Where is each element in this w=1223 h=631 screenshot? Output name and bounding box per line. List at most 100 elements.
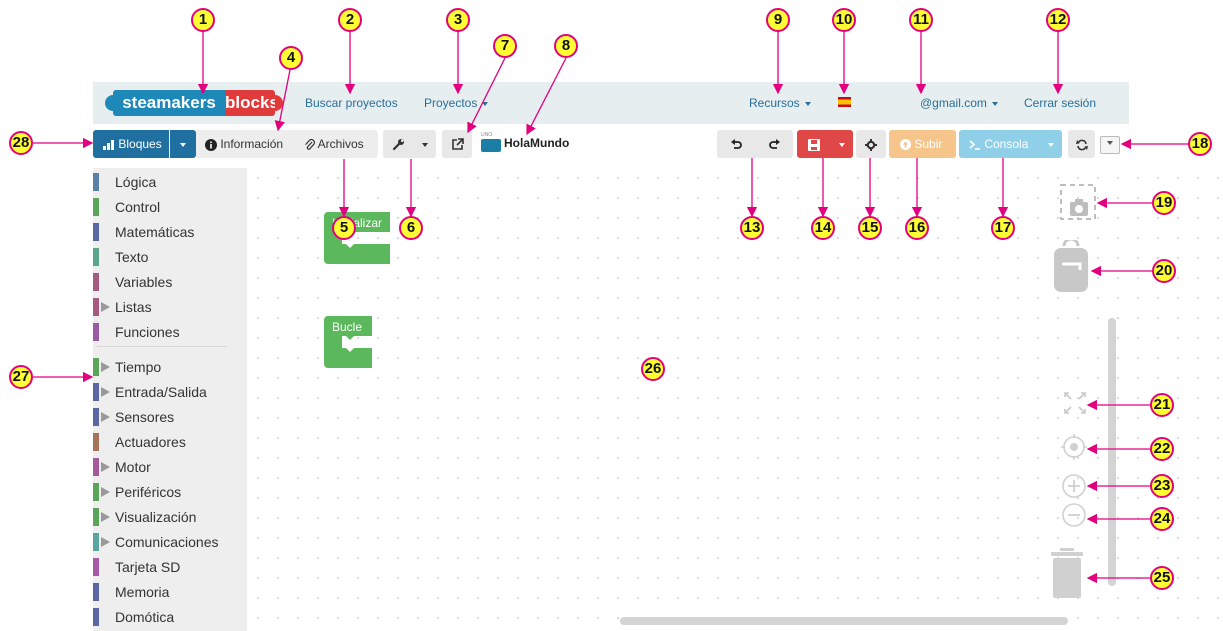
console-button[interactable]: Consola	[959, 130, 1040, 158]
annotation-badge: 18	[1188, 132, 1212, 156]
sidebar-category[interactable]: Tarjeta SD	[93, 557, 247, 577]
arduino-uno-board-icon: UNO	[481, 132, 501, 152]
sidebar-divider	[97, 346, 227, 347]
steamakers-blocks-logo[interactable]: steamakers blocks	[105, 90, 283, 116]
search-projects-link[interactable]: Buscar proyectos	[305, 96, 398, 110]
spain-flag-icon[interactable]	[838, 97, 851, 107]
trash-icon[interactable]	[1050, 548, 1084, 598]
annotation-badge: 22	[1150, 437, 1174, 461]
category-color-bar	[93, 558, 99, 576]
category-color-bar	[93, 323, 99, 341]
sidebar-category-label: Variables	[115, 274, 173, 290]
sidebar-category-label: Tarjeta SD	[115, 559, 181, 575]
caret-down-icon	[1048, 142, 1054, 147]
expand-arrow-icon[interactable]	[101, 362, 110, 372]
loop-block[interactable]: Bucle	[324, 316, 376, 373]
sidebar-category[interactable]: Periféricos	[93, 482, 247, 502]
screenshot-camera-icon[interactable]	[1060, 184, 1098, 222]
expand-arrow-icon[interactable]	[101, 302, 110, 312]
settings-button[interactable]	[856, 130, 886, 158]
expand-arrow-icon[interactable]	[101, 487, 110, 497]
blocks-workspace[interactable]: Inicializar Bucle	[248, 168, 1223, 631]
category-color-bar	[93, 608, 99, 626]
refresh-icon	[1075, 139, 1088, 151]
center-workspace-icon[interactable]	[1061, 434, 1087, 460]
sidebar-category[interactable]: Variables	[93, 272, 247, 292]
sidebar-category[interactable]: Motor	[93, 457, 247, 477]
sidebar-category[interactable]: Tiempo	[93, 357, 247, 377]
caret-down-icon	[421, 142, 428, 147]
horizontal-scrollbar[interactable]	[620, 617, 1068, 625]
tools-button[interactable]	[383, 130, 413, 158]
upload-button[interactable]: Subir	[889, 130, 956, 158]
blocks-button[interactable]: Bloques	[93, 130, 169, 158]
category-color-bar	[93, 583, 99, 601]
zoom-in-icon[interactable]	[1061, 473, 1087, 499]
sidebar-category[interactable]: Actuadores	[93, 432, 247, 452]
fullscreen-icon[interactable]	[1064, 392, 1086, 414]
project-name[interactable]: HolaMundo	[504, 136, 570, 150]
annotation-badge: 15	[858, 216, 882, 240]
category-color-bar	[93, 358, 99, 376]
category-color-bar	[93, 173, 99, 191]
user-menu[interactable]: @gmail.com	[920, 96, 998, 110]
redo-icon	[768, 139, 780, 150]
category-color-bar	[93, 298, 99, 316]
category-color-bar	[93, 273, 99, 291]
sidebar-category-label: Funciones	[115, 324, 180, 340]
sidebar-category[interactable]: Comunicaciones	[93, 532, 247, 552]
category-color-bar	[93, 483, 99, 501]
zoom-out-icon[interactable]	[1061, 502, 1087, 528]
expand-arrow-icon[interactable]	[101, 412, 110, 422]
user-email: @gmail.com	[920, 96, 987, 110]
undo-button[interactable]	[717, 130, 755, 158]
blocks-icon	[103, 139, 114, 150]
annotation-badge: 14	[811, 216, 835, 240]
backpack-icon[interactable]	[1054, 240, 1088, 292]
sidebar-category[interactable]: Sensores	[93, 407, 247, 427]
category-color-bar	[93, 198, 99, 216]
expand-arrow-icon[interactable]	[101, 387, 110, 397]
redo-button[interactable]	[755, 130, 793, 158]
toolbar-expand-button[interactable]	[1100, 136, 1120, 154]
sidebar-category[interactable]: Matemáticas	[93, 222, 247, 242]
info-button[interactable]: Información	[196, 130, 294, 158]
info-icon	[205, 138, 217, 151]
category-color-bar	[93, 458, 99, 476]
sidebar-category-label: Sensores	[115, 409, 175, 425]
sidebar-category[interactable]: Visualización	[93, 507, 247, 527]
sidebar-category-label: Domótica	[115, 609, 175, 625]
sidebar-category[interactable]: Funciones	[93, 322, 247, 342]
category-color-bar	[93, 433, 99, 451]
tools-dropdown-button[interactable]	[413, 130, 436, 158]
category-color-bar	[93, 408, 99, 426]
save-dropdown-button[interactable]	[831, 130, 853, 158]
paperclip-icon	[305, 138, 315, 150]
info-button-label: Información	[220, 137, 284, 151]
vertical-scrollbar[interactable]	[1108, 318, 1116, 586]
expand-arrow-icon[interactable]	[101, 512, 110, 522]
files-button[interactable]: Archivos	[294, 130, 378, 158]
sidebar-category[interactable]: Control	[93, 197, 247, 217]
resources-menu[interactable]: Recursos	[749, 96, 811, 110]
projects-menu-label: Proyectos	[424, 96, 478, 110]
expand-arrow-icon[interactable]	[101, 462, 110, 472]
annotation-badge: 12	[1046, 8, 1070, 32]
logout-link[interactable]: Cerrar sesión	[1024, 96, 1097, 110]
expand-arrow-icon[interactable]	[101, 537, 110, 547]
console-dropdown-button[interactable]	[1040, 130, 1062, 158]
sidebar-category[interactable]: Domótica	[93, 607, 247, 627]
refresh-button[interactable]	[1068, 130, 1095, 158]
sidebar-category[interactable]: Listas	[93, 297, 247, 317]
sidebar-category[interactable]: Entrada/Salida	[93, 382, 247, 402]
annotation-badge: 10	[832, 8, 856, 32]
sidebar-category[interactable]: Lógica	[93, 172, 247, 192]
sidebar-category[interactable]: Texto	[93, 247, 247, 267]
share-icon	[451, 138, 464, 151]
projects-menu[interactable]: Proyectos	[424, 96, 489, 110]
annotation-badge: 25	[1150, 566, 1174, 590]
blocks-dropdown-button[interactable]	[170, 130, 196, 158]
save-button[interactable]	[797, 130, 831, 158]
sidebar-category[interactable]: Memoria	[93, 582, 247, 602]
share-button[interactable]	[442, 130, 472, 158]
